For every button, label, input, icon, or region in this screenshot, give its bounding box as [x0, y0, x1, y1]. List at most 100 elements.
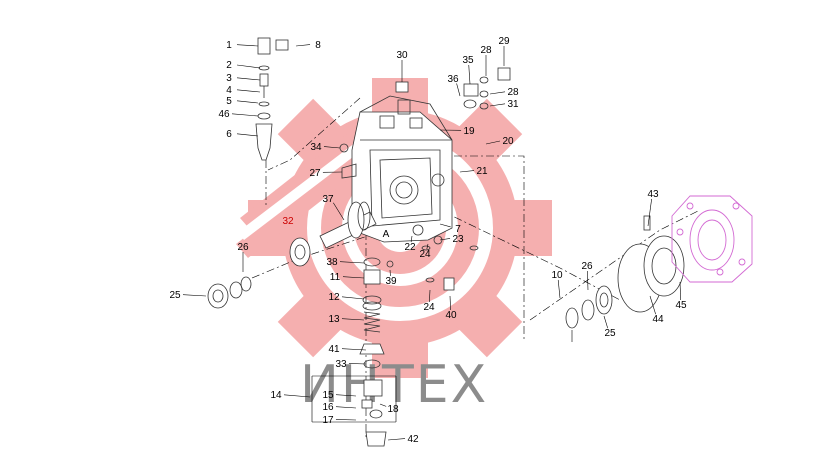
- callout-number: 41: [328, 344, 340, 355]
- callout-leader-line: [348, 363, 367, 365]
- callout-leader-line: [335, 394, 357, 397]
- callout-number: 17: [322, 415, 334, 426]
- callout-leader-line: [603, 315, 608, 329]
- callout-number: 19: [463, 126, 475, 137]
- callout-11: 11: [330, 272, 365, 283]
- callout-leader-line: [429, 289, 431, 303]
- callout-4: 4: [226, 85, 261, 96]
- callout-number: 26: [237, 242, 249, 253]
- callout-42: 42: [387, 434, 419, 445]
- group-bracket-14: [311, 375, 397, 423]
- callout-number: 35: [462, 55, 474, 66]
- callout-37: 37: [322, 194, 345, 221]
- callout-number: 27: [309, 168, 321, 179]
- callout-12: 12: [328, 292, 365, 303]
- callout-16: 16: [322, 402, 357, 413]
- callout-leader-line: [449, 295, 451, 311]
- callout-leader-line: [295, 44, 311, 47]
- callout-number: 31: [507, 99, 519, 110]
- right-flange-assembly: [565, 215, 685, 342]
- callout-number: 2: [226, 60, 232, 71]
- callout-24: 24: [423, 289, 435, 313]
- callout-number: 25: [604, 328, 616, 339]
- callout-leader-line: [587, 270, 589, 291]
- callout-number: 13: [328, 314, 340, 325]
- callout-23: 23: [439, 234, 464, 245]
- callout-number: 24: [423, 302, 435, 313]
- callout-number: 38: [326, 257, 338, 268]
- callout-leader-line: [647, 198, 652, 227]
- callout-leader-line: [231, 113, 259, 117]
- callout-number: 15: [322, 390, 334, 401]
- callout-5: 5: [226, 96, 259, 107]
- callout-39: 39: [385, 269, 397, 287]
- callout-22: 22: [404, 235, 416, 253]
- callout-30: 30: [396, 50, 408, 82]
- plunger-column: [359, 257, 387, 447]
- callout-44: 44: [649, 295, 664, 325]
- callout-leader-line: [341, 296, 365, 300]
- delivery-valve-stack: [255, 37, 289, 161]
- callout-8: 8: [295, 40, 321, 51]
- callout-leader-line: [335, 419, 357, 421]
- callout-number: 24: [419, 249, 431, 260]
- callout-number: 28: [480, 45, 492, 56]
- callout-number: 6: [226, 129, 232, 140]
- callout-38: 38: [326, 257, 365, 268]
- callout-number: 25: [169, 290, 181, 301]
- callout-number: 39: [385, 276, 397, 287]
- callout-1: 1: [226, 40, 259, 51]
- callout-leader-line: [410, 235, 413, 243]
- callout-10: 10: [551, 270, 563, 299]
- callout-28: 28: [480, 45, 492, 76]
- callout-19: 19: [439, 126, 475, 137]
- callout-40: 40: [445, 295, 457, 321]
- callout-leader-line: [182, 294, 207, 297]
- callout-35: 35: [462, 55, 474, 85]
- callout-7: 7: [439, 223, 461, 235]
- callout-27: 27: [309, 168, 343, 179]
- callout-leader-line: [333, 202, 345, 221]
- callout-number: 44: [652, 314, 664, 325]
- callout-leader-line: [236, 64, 261, 69]
- callout-leader-line: [679, 281, 681, 301]
- callout-41: 41: [328, 344, 367, 355]
- callout-32: 32: [282, 216, 294, 227]
- callout-number: 29: [498, 36, 510, 47]
- top-fittings: [339, 67, 511, 179]
- callout-number: 3: [226, 73, 232, 84]
- callout-number: 40: [445, 310, 457, 321]
- callout-13: 13: [328, 314, 365, 325]
- callout-number: 34: [310, 142, 322, 153]
- callout-46: 46: [218, 109, 259, 120]
- callout-number: 4: [226, 85, 232, 96]
- callout-leader-line: [283, 394, 311, 398]
- callout-leader-line: [236, 133, 259, 137]
- callout-34: 34: [310, 142, 341, 153]
- callout-3: 3: [226, 73, 261, 84]
- callout-number: 10: [551, 270, 563, 281]
- watermark-text: ИНТЕХ: [300, 355, 488, 415]
- callout-number: 26: [581, 261, 593, 272]
- callout-leader-line: [489, 91, 506, 95]
- adjusting-screws: [386, 235, 479, 291]
- callout-leader-line: [341, 318, 365, 321]
- callout-leader-line: [236, 89, 261, 93]
- callout-number: 16: [322, 402, 334, 413]
- callout-leader-line: [342, 276, 365, 279]
- watermark-gear-logo: [236, 78, 552, 378]
- callout-leader-line: [341, 348, 367, 351]
- callout-leader-line: [236, 77, 261, 81]
- callout-number: A: [383, 229, 390, 240]
- callout-number: 8: [315, 40, 321, 51]
- callout-number: 36: [447, 74, 459, 85]
- callout-26: 26: [581, 261, 593, 291]
- callout-leader-line: [489, 103, 506, 107]
- callout-15: 15: [322, 390, 357, 401]
- callout-leader-line: [557, 279, 561, 299]
- left-bearing: [207, 276, 252, 309]
- callout-number: 1: [226, 40, 232, 51]
- callout-33: 33: [335, 359, 367, 370]
